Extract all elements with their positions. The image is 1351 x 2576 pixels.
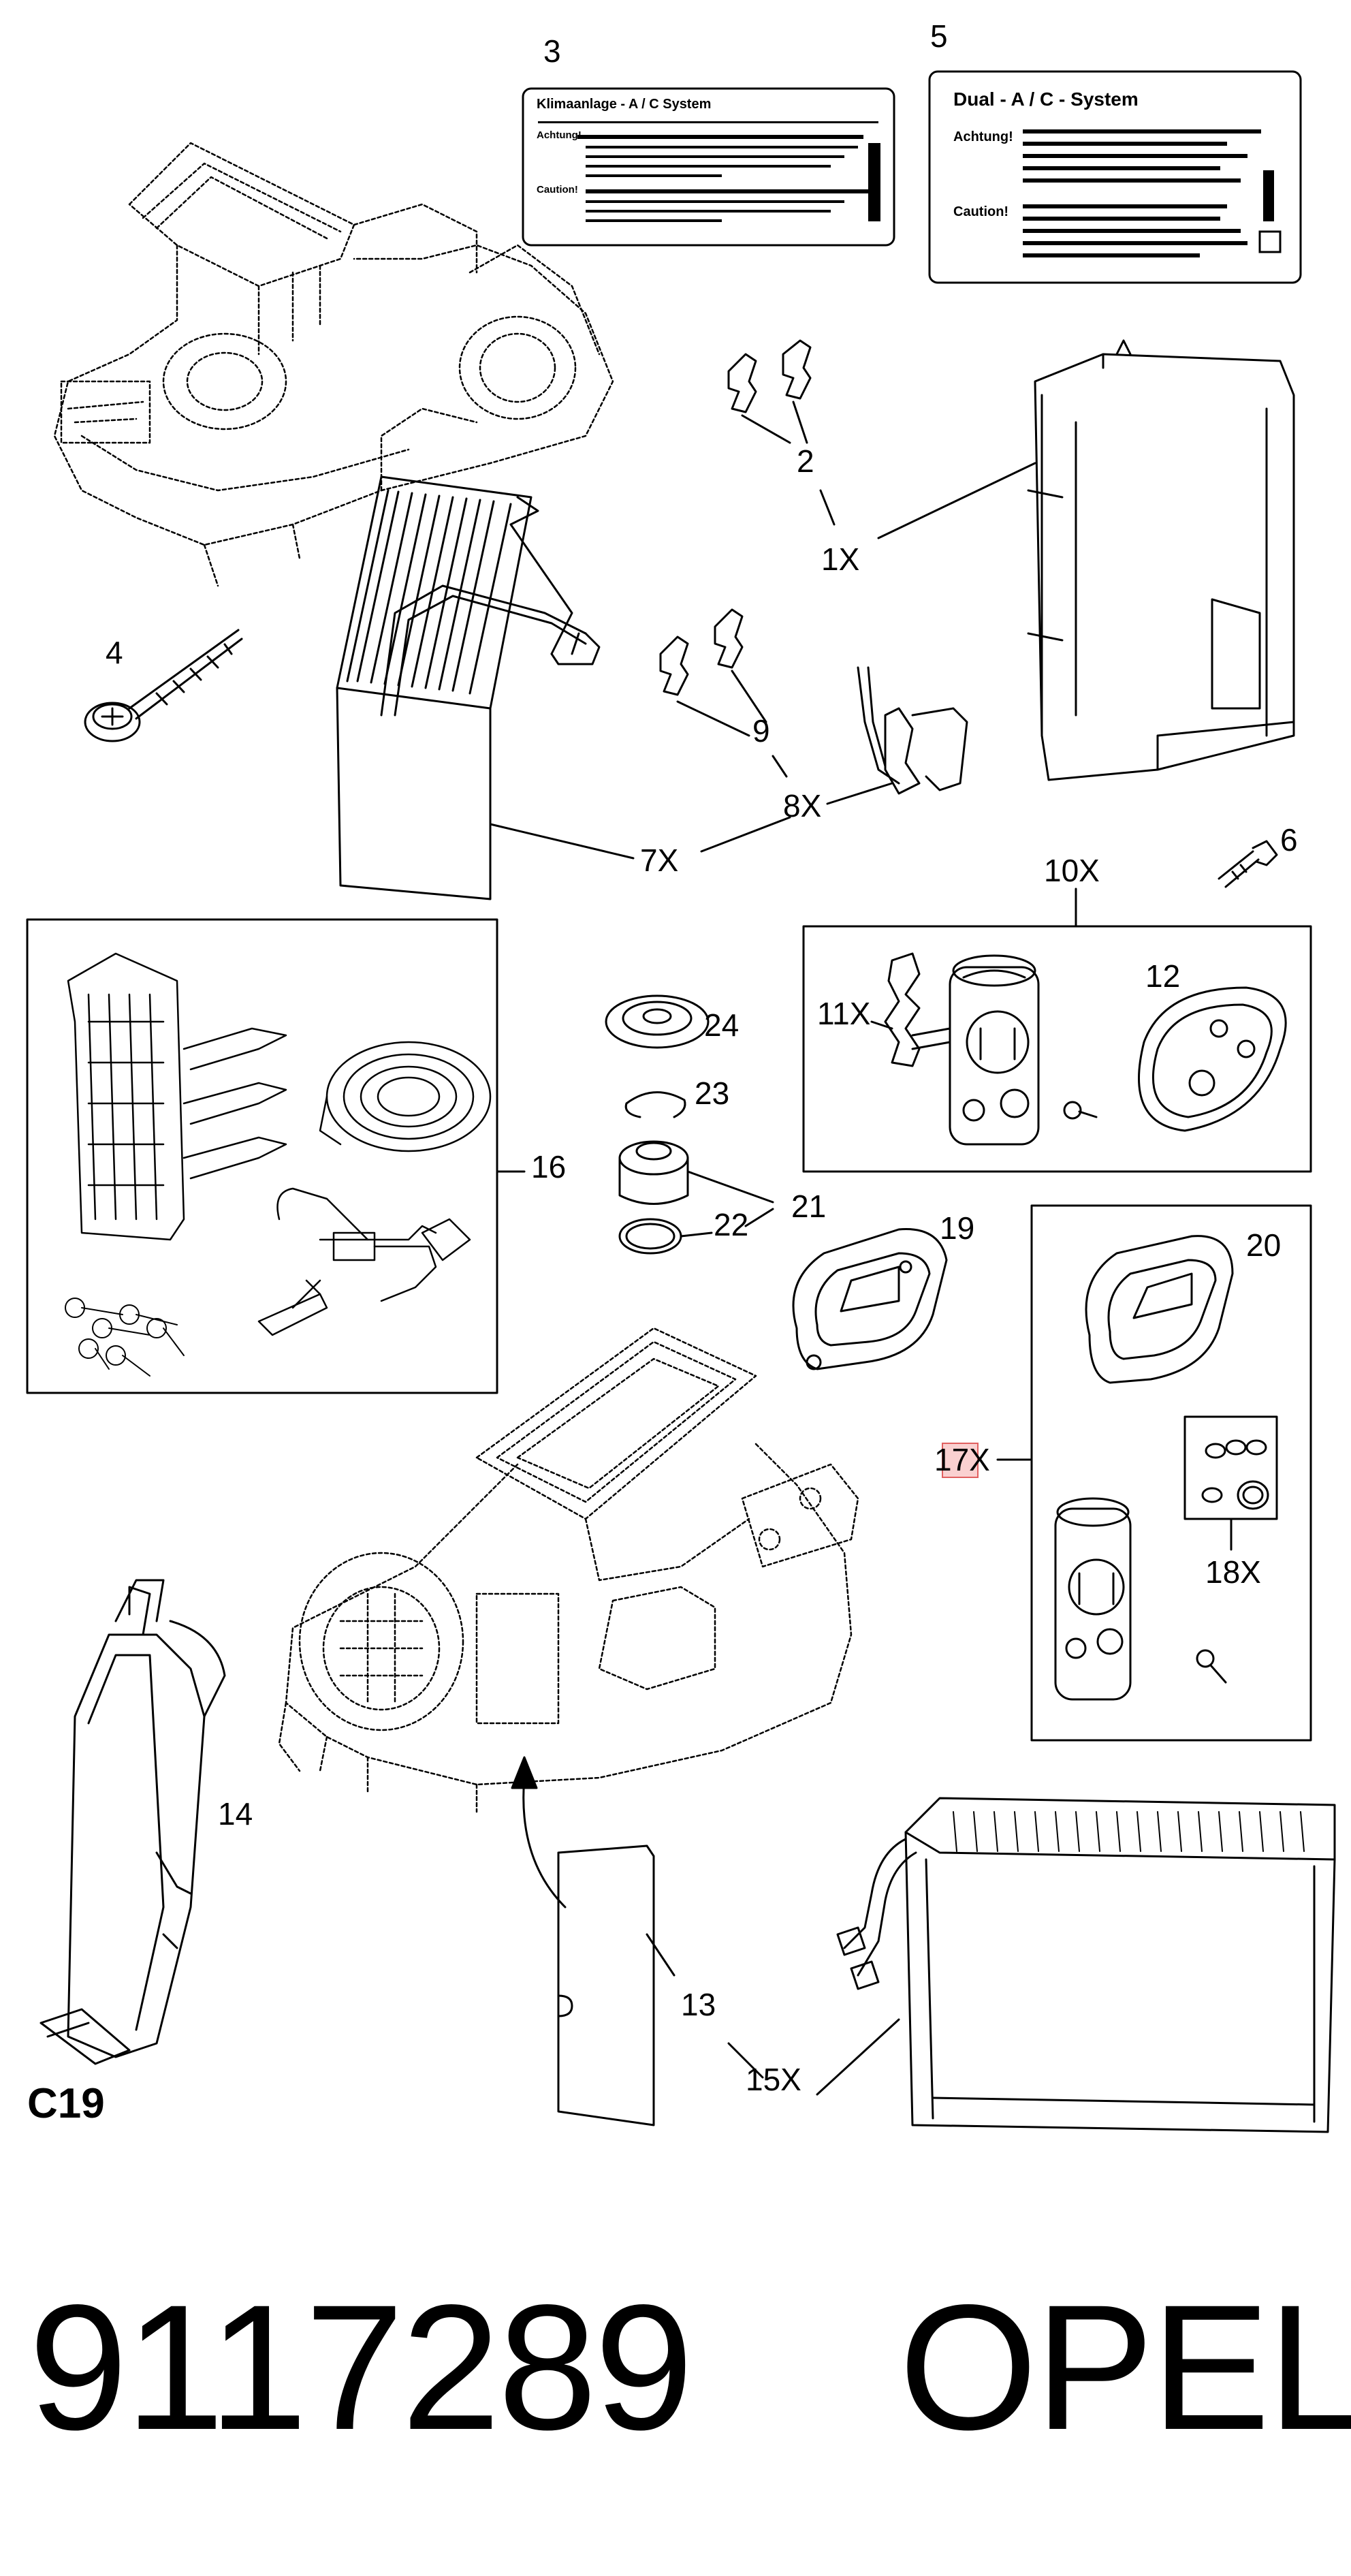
part-number: 9117289 — [29, 2267, 694, 2467]
clip-part-23 — [624, 1091, 686, 1118]
component-part-14 — [39, 1579, 226, 2065]
callout-21: 21 — [791, 1189, 827, 1224]
kit-box-17 — [1030, 1204, 1312, 1742]
callout-22: 22 — [714, 1207, 749, 1242]
seal-part-24 — [605, 994, 710, 1049]
filter-part-13 — [557, 1844, 655, 2126]
seal-part-20 — [1085, 1235, 1234, 1384]
heater-housing-top — [53, 142, 614, 587]
callout-10x: 10X — [1044, 853, 1100, 888]
sensor-part-8 — [857, 666, 968, 795]
callout-16: 16 — [531, 1149, 567, 1184]
warning-label-3 — [522, 87, 895, 247]
callout-14: 14 — [218, 1796, 253, 1832]
leader-21 — [686, 1170, 774, 1204]
clips-part-2 — [727, 339, 812, 413]
seal-part-12 — [1138, 986, 1287, 1132]
callout-15x: 15X — [746, 2062, 801, 2097]
brand-name: OPEL — [899, 2267, 1351, 2467]
callout-6: 6 — [1280, 822, 1298, 858]
leader-8x-a — [826, 782, 893, 805]
leader-15x — [816, 2018, 900, 2096]
callout-17x: 17X — [934, 1442, 990, 1477]
leader-22 — [680, 1208, 774, 1238]
callout-18x: 18X — [1205, 1554, 1261, 1590]
callout-8x: 8X — [783, 788, 822, 823]
orings-part-18 — [1201, 1439, 1269, 1510]
label-5-section-1: Achtung! — [953, 129, 1013, 144]
callout-24: 24 — [704, 1007, 740, 1043]
leader-11x — [870, 1020, 893, 1030]
kit-16-parts — [65, 952, 492, 1377]
expansion-valve-11 — [884, 952, 1098, 1146]
oring-card-18 — [1183, 1415, 1278, 1520]
label-5-title: Dual - A / C - System — [953, 89, 1139, 110]
callout-19: 19 — [940, 1210, 975, 1246]
kit-box-10 — [802, 925, 1312, 1173]
callout-3: 3 — [543, 33, 561, 69]
clips-part-9 — [659, 608, 744, 696]
callout-12: 12 — [1145, 958, 1181, 994]
label-3-title: Klimaanlage - A / C System — [537, 97, 712, 112]
group-code: C19 — [27, 2080, 105, 2127]
evaporator-part-15 — [836, 1797, 1336, 2133]
seal-part-19 — [792, 1228, 948, 1370]
callout-7x: 7X — [640, 843, 679, 878]
label-3-section-1: Achtung! — [537, 129, 582, 141]
arrow-13 — [522, 1776, 567, 1909]
cover-part-1 — [1027, 339, 1295, 781]
arrow-13-head — [511, 1756, 538, 1789]
callout-1x: 1X — [821, 541, 860, 577]
leader-2 — [741, 400, 836, 526]
leader-13 — [646, 1933, 764, 2079]
callout-5: 5 — [930, 18, 948, 54]
callout-23: 23 — [695, 1075, 730, 1111]
bolt-part-4 — [84, 629, 243, 742]
leader-7x — [489, 816, 791, 860]
callout-2: 2 — [797, 443, 814, 479]
callout-13: 13 — [681, 1987, 716, 2022]
callout-4: 4 — [106, 635, 123, 670]
callout-11x: 11X — [817, 996, 871, 1031]
label-5-section-2: Caution! — [953, 204, 1009, 219]
bush-part-21 — [618, 1140, 689, 1205]
leader-1x — [877, 462, 1036, 539]
ring-part-22 — [618, 1218, 682, 1255]
label-3-section-2: Caution! — [537, 184, 578, 195]
expansion-valve-17 — [1054, 1497, 1227, 1701]
callout-20: 20 — [1246, 1227, 1282, 1263]
callout-9: 9 — [752, 713, 770, 749]
highlight-17x — [942, 1443, 979, 1478]
warning-label-5 — [928, 70, 1302, 284]
heater-housing-bottom — [278, 1327, 859, 1813]
leader-9 — [676, 670, 788, 778]
evaporator-part-7 — [336, 475, 601, 900]
kit-box-16 — [26, 918, 498, 1394]
screw-part-6 — [1218, 840, 1278, 888]
